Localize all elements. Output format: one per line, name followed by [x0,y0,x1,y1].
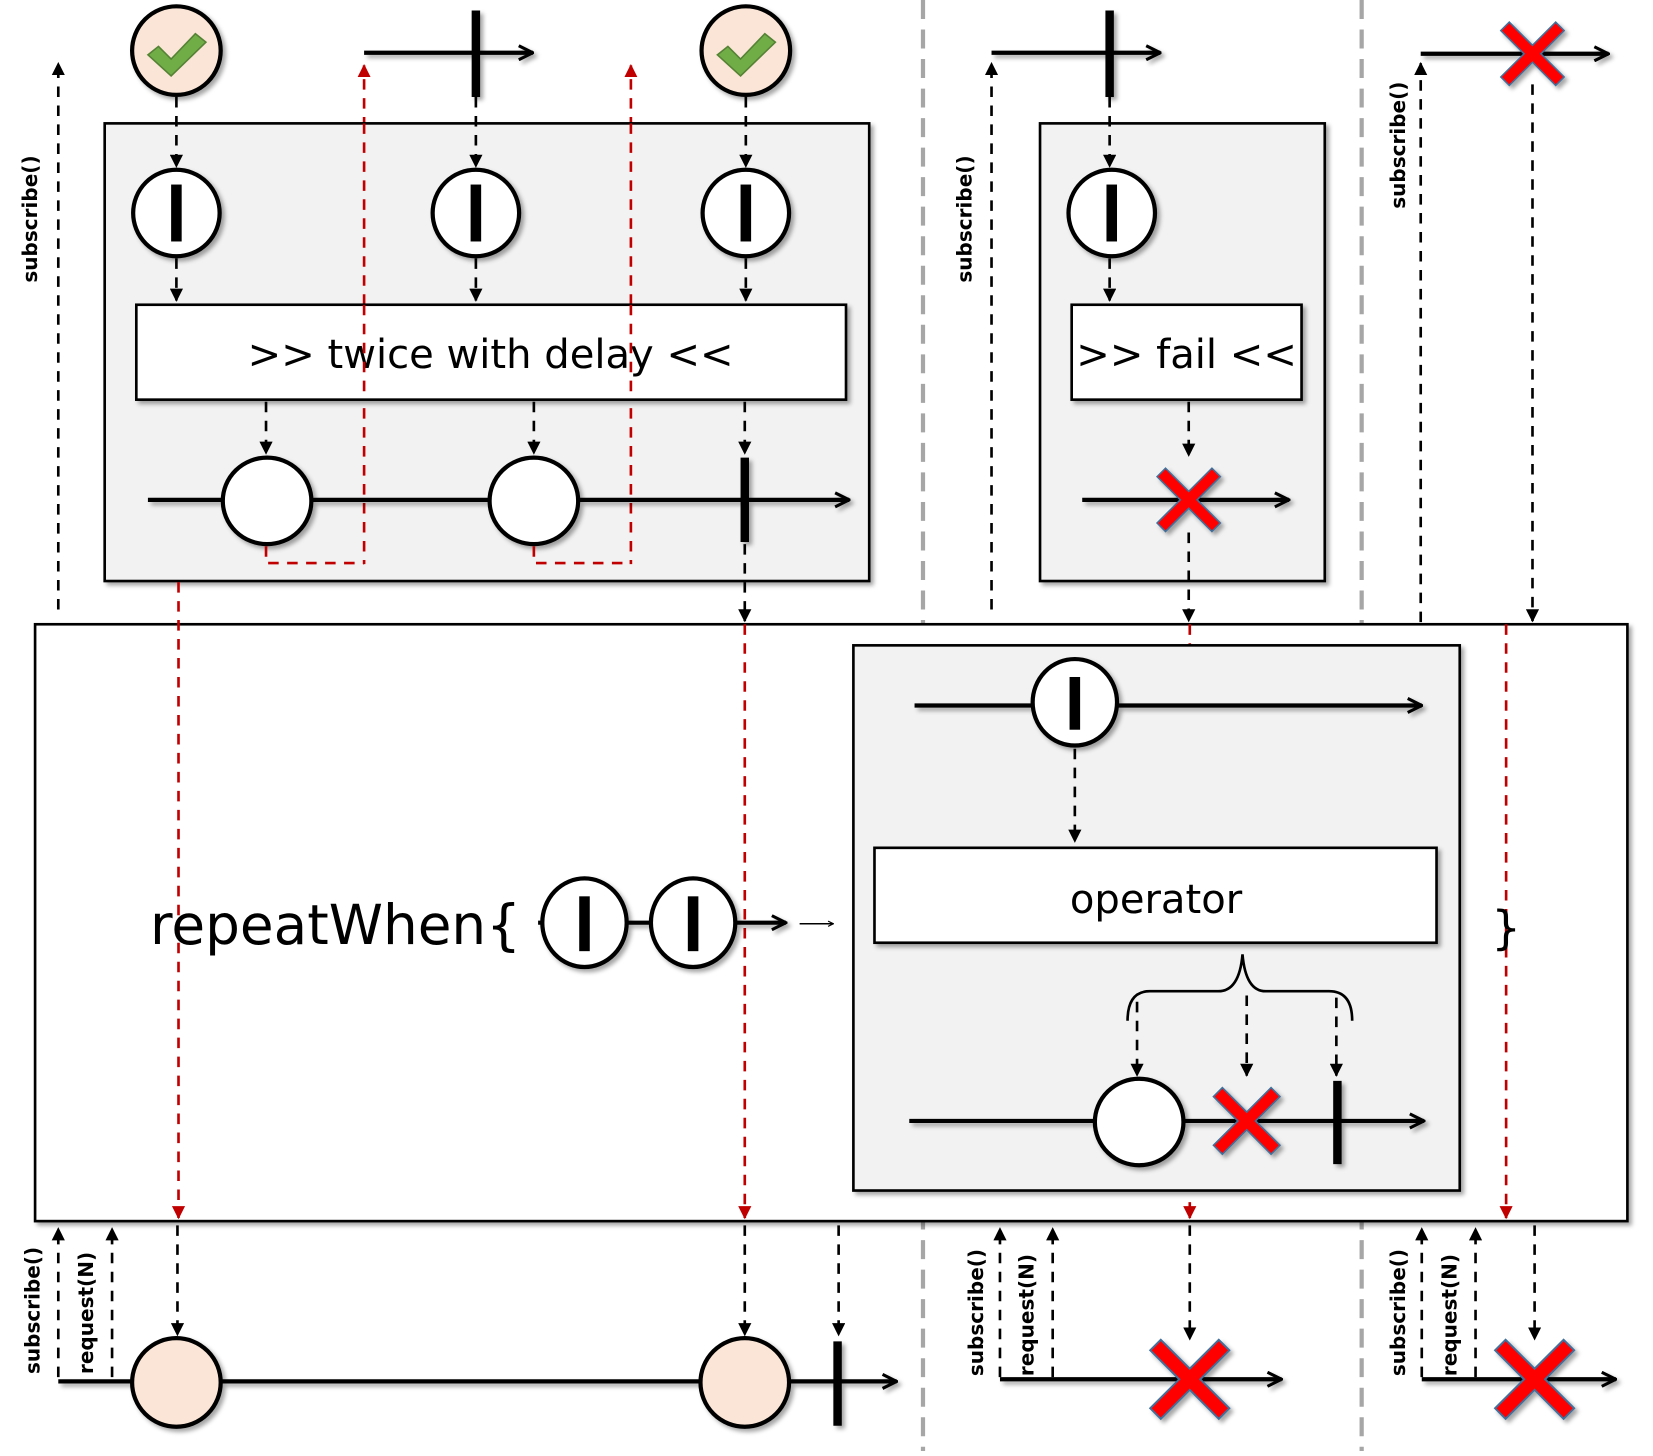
subscribe-label: subscribe() [952,155,976,282]
error-timeline [1082,467,1289,533]
result-value-marble [129,1336,223,1429]
request-label: request(N) [1015,1254,1039,1376]
subscribe-label: subscribe() [20,1247,44,1374]
request-label: request(N) [74,1252,98,1374]
fail-label: >> fail << [1076,332,1297,378]
complete-check-marble [699,4,793,98]
check-icon [146,32,208,78]
repeatwhen-label: repeatWhen{ [150,893,521,957]
brace-icon [1126,954,1354,1021]
result-timeline-3 [1421,1338,1616,1420]
check-icon [716,32,777,78]
value-marble [487,455,581,547]
source-timeline-4 [991,10,1161,98]
operator-box [873,846,1438,945]
operator-label: operator [1070,877,1243,923]
subscribe-label: subscribe() [18,155,42,282]
source-timeline-5 [1420,21,1609,87]
twice-with-delay-label: >> twice with delay << [248,332,734,378]
companion-output-timeline [147,455,849,547]
value-marble [220,455,314,547]
complete-check-marble [129,4,223,98]
source-timeline-2 [364,10,533,98]
signal-marbles [131,167,792,259]
subscribe-label: subscribe() [1386,1249,1410,1376]
value-marble [1092,1076,1186,1168]
twice-with-delay-box [135,303,848,401]
result-timeline-1 [58,1336,896,1429]
signal-sequence [538,876,786,970]
fail-box [1070,303,1303,401]
result-value-marble [698,1336,792,1429]
subscribe-label: subscribe() [964,1249,988,1376]
operator-output-timeline [909,1076,1424,1168]
subscribe-label: subscribe() [1386,82,1410,209]
request-label: request(N) [1438,1254,1462,1376]
result-timeline-2 [999,1338,1282,1420]
closing-brace: } [1491,901,1521,955]
